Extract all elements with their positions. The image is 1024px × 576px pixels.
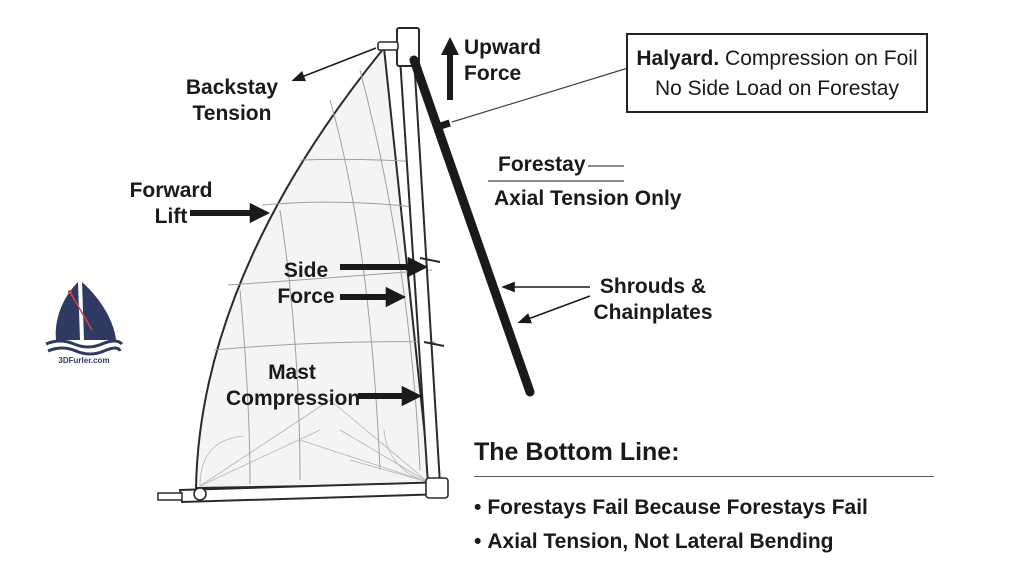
clew-ring (193, 487, 207, 501)
label-side-force: Side Force (277, 259, 335, 308)
forestay-wire (409, 55, 535, 397)
list-item: •Axial Tension, Not Lateral Bending (474, 530, 834, 553)
label-shrouds-chainplates: Shrouds & Chainplates (593, 275, 713, 324)
bottom-line-list: •Forestays Fail Because Forestays Fail •… (474, 491, 934, 559)
label-backstay-tension: Backstay Tension (185, 76, 279, 125)
boom-end-fitting (157, 492, 183, 501)
halyard-callout-leader (451, 67, 629, 123)
bottom-line-section: The Bottom Line: •Forestays Fail Because… (474, 436, 934, 559)
callout-line-1: Halyard. Compression on Foil (628, 44, 926, 74)
label-upward-force: Upward Force (464, 36, 542, 85)
shrouds-arrow-lower (517, 295, 591, 324)
label-forestay: Forestay (498, 153, 586, 176)
callout-halyard-label: Halyard. (636, 47, 720, 70)
logo-text: 3DFurler.com (58, 356, 110, 365)
mainsail (194, 45, 432, 490)
foil-marker (433, 119, 451, 132)
list-item: •Forestays Fail Because Forestays Fail (474, 496, 868, 519)
callout-line-2: No Side Load on Forestay (655, 77, 899, 100)
label-axial-tension-only: Axial Tension Only (494, 187, 682, 210)
backstay-tension-arrow (291, 47, 377, 82)
gooseneck (425, 477, 449, 499)
sail-corner-patches (199, 399, 429, 487)
sailboat-logo-icon (45, 282, 124, 356)
callout-compression-text: Compression on Foil (719, 47, 918, 70)
bottom-line-heading: The Bottom Line: (474, 436, 934, 477)
label-mast-compression: Mast Compression (226, 361, 361, 410)
halyard-shackle (377, 41, 399, 51)
label-forward-lift: Forward Lift (129, 179, 213, 228)
halyard-callout-box: Halyard. Compression on Foil No Side Loa… (626, 33, 928, 113)
